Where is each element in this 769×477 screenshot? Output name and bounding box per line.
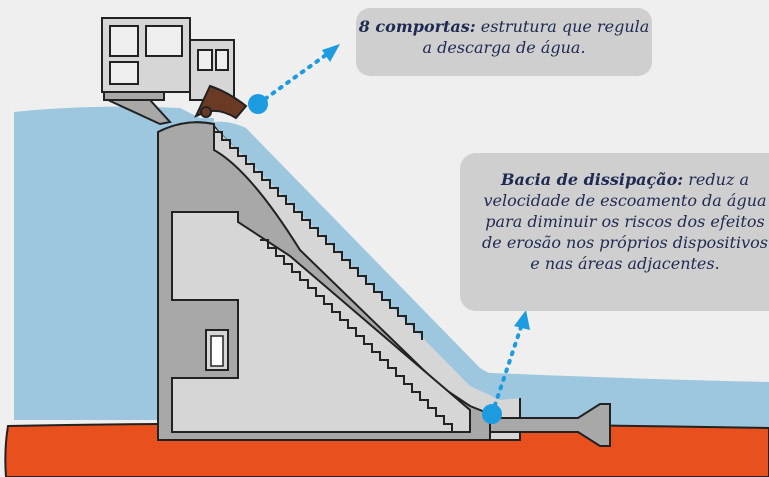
- gates-callout-title: 8 comportas:: [358, 17, 476, 36]
- gates-callout: 8 comportas: estrutura que regula a desc…: [356, 8, 652, 76]
- gates-pointer-arrow: [256, 50, 332, 106]
- downstream-water: [470, 372, 769, 430]
- spillway-steps-lower: [260, 239, 453, 432]
- outlet-conduit: [489, 403, 611, 447]
- basin-callout: Bacia de dissipação: reduz a velocidade …: [460, 153, 769, 311]
- basin-marker: [482, 404, 502, 424]
- basin-callout-text: reduz a velocidade de escoamento da água…: [482, 170, 768, 273]
- basin-callout-title: Bacia de dissipação:: [501, 170, 684, 189]
- basin-pointer-arrow: [490, 322, 524, 416]
- gate-icon: [194, 84, 248, 120]
- spillway-steps: [214, 131, 423, 340]
- spillway-water: [212, 121, 560, 400]
- gates-callout-text: estrutura que regula a descarga de água.: [422, 17, 650, 57]
- control-building: [101, 17, 235, 126]
- gates-marker: [248, 94, 268, 114]
